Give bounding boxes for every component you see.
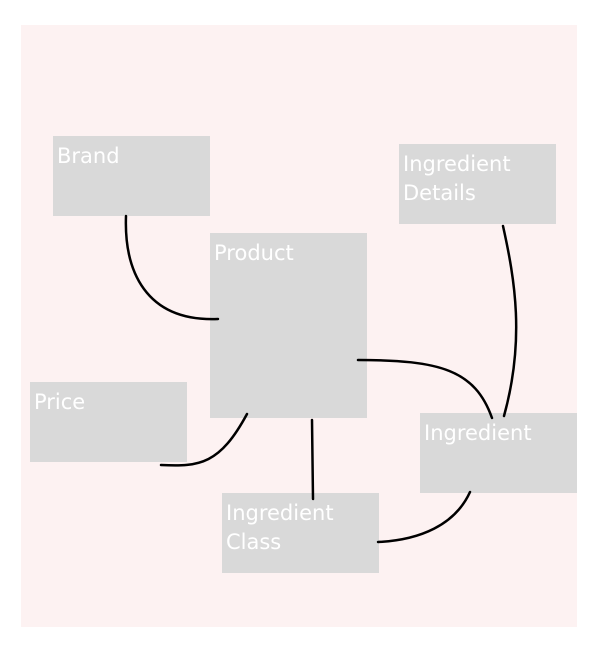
entity-ingredient-class: Ingredient Class	[222, 493, 379, 573]
entity-product-label: Product	[214, 241, 294, 265]
entity-ingredient-class-label: Ingredient Class	[226, 501, 334, 554]
entity-ingredient-label: Ingredient	[424, 421, 532, 445]
entity-brand: Brand	[53, 136, 210, 216]
entity-ingredient: Ingredient	[420, 413, 577, 493]
entity-price: Price	[30, 382, 187, 462]
entity-price-label: Price	[34, 390, 86, 414]
entity-ingredient-details-label: Ingredient Details	[403, 152, 511, 205]
entity-ingredient-details: Ingredient Details	[399, 144, 556, 224]
entity-product: Product	[210, 233, 367, 418]
entity-brand-label: Brand	[57, 144, 120, 168]
